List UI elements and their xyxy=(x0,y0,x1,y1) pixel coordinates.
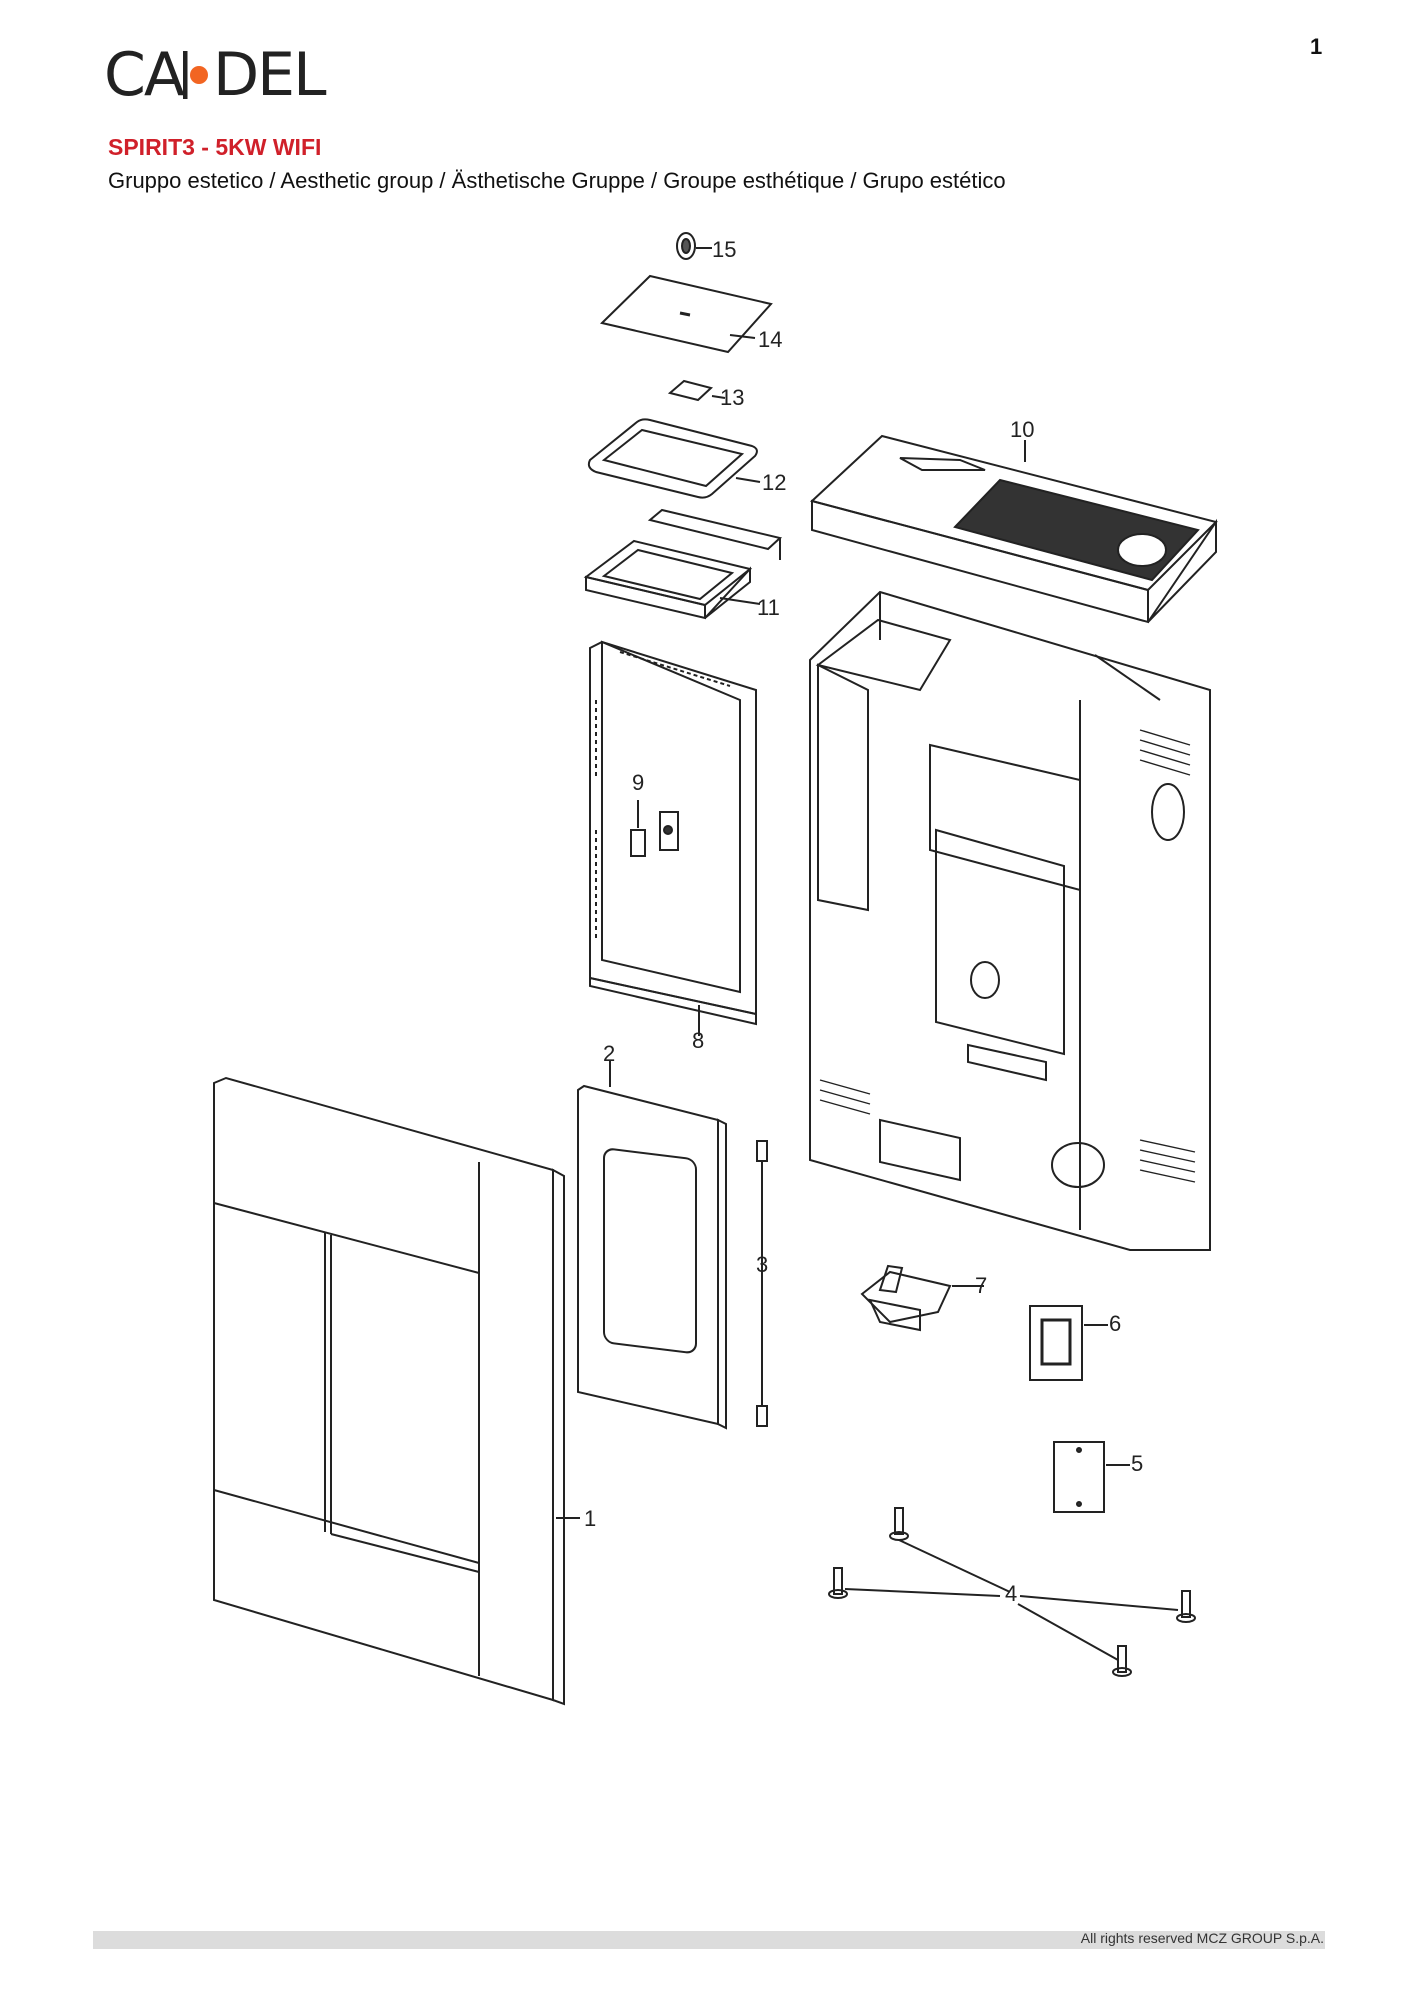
model-title: SPIRIT3 - 5KW WIFI xyxy=(108,134,322,160)
part-9-brackets xyxy=(630,800,679,857)
part-8-back-panel xyxy=(589,640,757,1036)
callout-9: 9 xyxy=(632,770,644,795)
cadel-logo: CA DEL xyxy=(104,40,327,110)
part-14-top-plate xyxy=(599,274,773,354)
callout-3: 3 xyxy=(756,1252,768,1277)
callout-1: 1 xyxy=(584,1506,596,1531)
part-11-top-frame xyxy=(583,508,783,620)
copyright-footer: All rights reserved MCZ GROUP S.p.A. xyxy=(1080,1930,1324,1946)
callout-13: 13 xyxy=(720,385,744,410)
part-4-feet xyxy=(828,1507,1196,1677)
logo-d-dot-icon xyxy=(182,51,208,99)
callout-2: 2 xyxy=(603,1041,615,1066)
callout-7: 7 xyxy=(975,1273,987,1298)
logo-text-right: DEL xyxy=(212,40,327,110)
part-7-burn-pot xyxy=(860,1264,984,1332)
callout-12: 12 xyxy=(762,470,786,495)
part-3-hinge-rod xyxy=(756,1140,768,1427)
part-13-clip xyxy=(667,379,726,402)
part-12-gasket-frame xyxy=(587,418,761,499)
callout-6: 6 xyxy=(1109,1311,1121,1336)
logo-text-left: CA xyxy=(104,40,185,110)
callout-11: 11 xyxy=(757,595,780,620)
part-2-door xyxy=(577,1060,727,1430)
footer-bar xyxy=(93,1931,1325,1949)
callout-14: 14 xyxy=(758,327,782,352)
page-subtitle: Gruppo estetico / Aesthetic group / Ästh… xyxy=(108,168,1006,193)
part-6-control-panel xyxy=(1029,1305,1108,1381)
callout-8: 8 xyxy=(692,1028,704,1053)
page-number: 1 xyxy=(1310,34,1323,59)
callout-15: 15 xyxy=(712,237,736,262)
callout-5: 5 xyxy=(1131,1451,1143,1476)
part-5-plate xyxy=(1053,1441,1130,1513)
part-15-knob xyxy=(676,232,712,260)
part-1-front-cover xyxy=(213,1076,580,1706)
callout-4: 4 xyxy=(1005,1581,1017,1606)
stove-body xyxy=(809,590,1211,1251)
part-10-top-cover xyxy=(809,434,1218,624)
callout-10: 10 xyxy=(1010,417,1034,442)
